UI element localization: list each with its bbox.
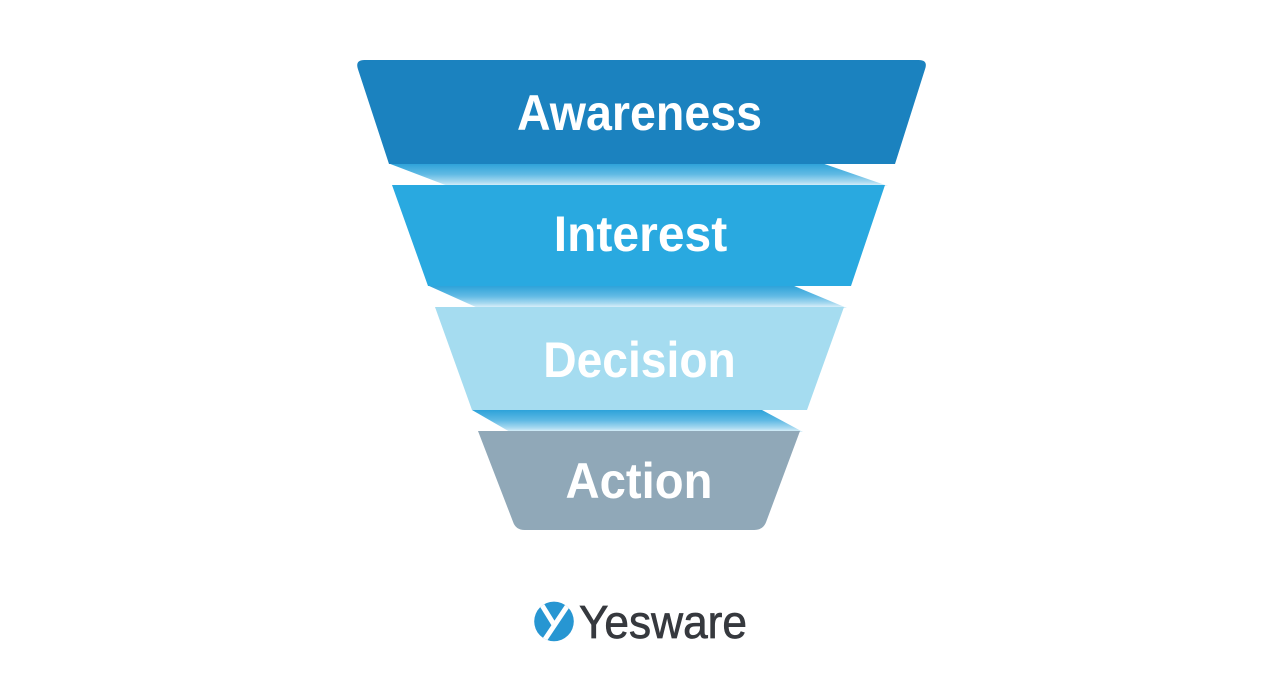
svg-text:Interest: Interest (554, 206, 728, 262)
svg-text:Decision: Decision (543, 332, 736, 388)
svg-text:Yesware: Yesware (579, 596, 747, 648)
svg-text:Action: Action (566, 453, 713, 509)
svg-text:Awareness: Awareness (517, 85, 762, 141)
